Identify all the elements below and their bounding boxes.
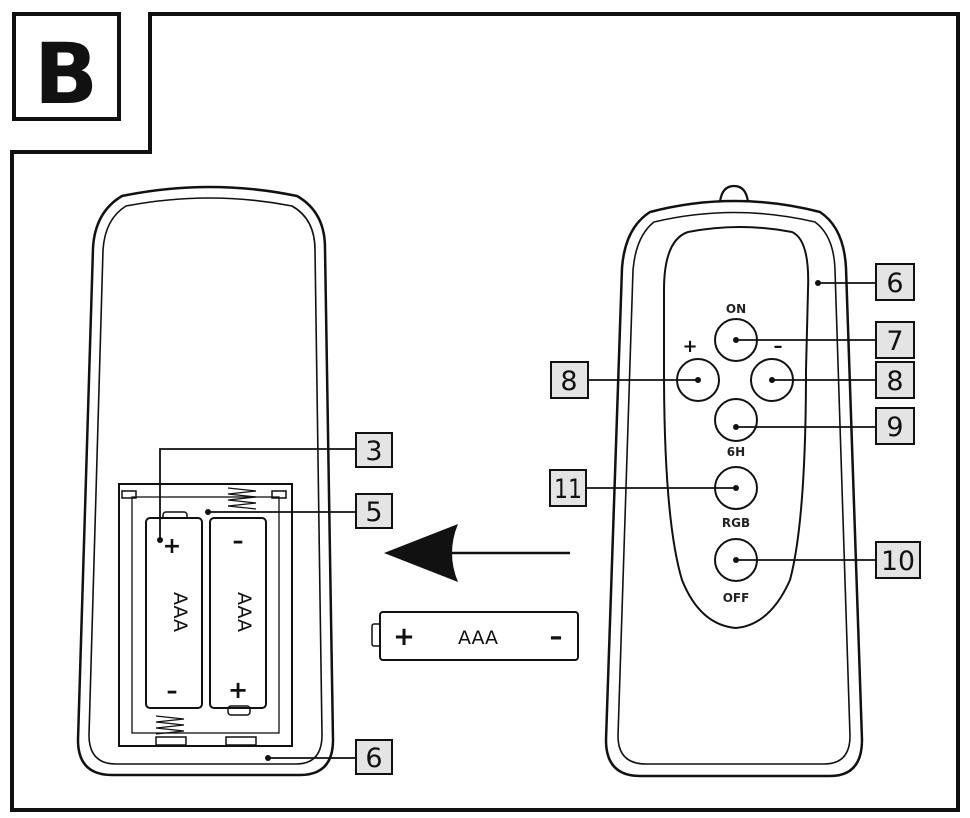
battery-left-label: AAA [169,592,191,632]
callout-5-label: 5 [365,497,382,528]
remote-front-top-knob [718,184,750,203]
callout-7: 7 [733,321,915,359]
remote-front-outline [604,199,864,778]
button-panel [663,226,810,630]
callout-8-left-label: 8 [560,366,577,397]
off-button-label: OFF [723,591,750,605]
battery-compartment [118,483,293,747]
compartment-clip-top-right [271,490,287,499]
spare-battery-minus: – [550,622,563,652]
spare-battery-plus: + [393,622,415,652]
battery-right-minus: – [233,529,244,554]
callout-8-right: 8 [769,361,915,399]
callout-8-left: 8 [550,361,701,399]
compartment-clip-bottom-right [225,736,257,746]
battery-right-plus: + [228,676,248,704]
battery-compartment-inner [131,496,280,734]
remote-back: + – AAA – + AAA [76,185,335,777]
spare-battery: + AAA – [371,611,579,661]
battery-left: + – AAA [145,511,203,709]
callout-6-right-label: 6 [886,268,903,299]
callout-6-right: 6 [815,263,915,301]
rgb-button-label: RGB [722,516,750,530]
remote-back-inner-outline [88,197,323,765]
callout-3: 3 [157,432,393,543]
battery-right-label: AAA [233,592,255,632]
battery-right: – + AAA [209,517,267,716]
plus-button-symbol: + [682,336,697,357]
battery-left-plus: + [163,534,181,559]
callout-7-label: 7 [886,326,903,357]
spring-top [227,487,257,510]
remote-front: ON + – 6H RGB OFF [604,184,864,778]
callout-10: 10 [733,541,921,579]
panel-letter: B [34,25,98,123]
callout-3-label: 3 [365,436,382,467]
callout-5: 5 [205,493,393,529]
callout-9-label: 9 [886,412,903,443]
sixh-button[interactable] [714,398,758,442]
callout-8-right-label: 8 [886,366,903,397]
panel-letter-box [12,12,121,121]
battery-left-minus: – [167,679,178,704]
callout-6-left-label: 6 [365,743,382,774]
remote-back-outline [76,185,335,777]
minus-button-symbol: – [774,336,783,357]
compartment-clip-bottom-left [155,736,187,746]
spare-battery-label: AAA [458,627,498,649]
outer-frame [10,12,960,812]
callout-10-label: 10 [881,546,915,577]
compartment-clip-top-left [121,490,137,499]
on-button-label: ON [726,302,746,316]
sixh-button-label: 6H [727,445,745,459]
insert-arrow [384,524,570,582]
callout-11-label: 11 [554,474,582,505]
callout-6-left: 6 [265,739,393,775]
remote-front-inner-outline [617,211,851,765]
spring-bottom [155,715,185,735]
callout-11: 11 [549,469,739,507]
callout-9: 9 [733,407,915,445]
